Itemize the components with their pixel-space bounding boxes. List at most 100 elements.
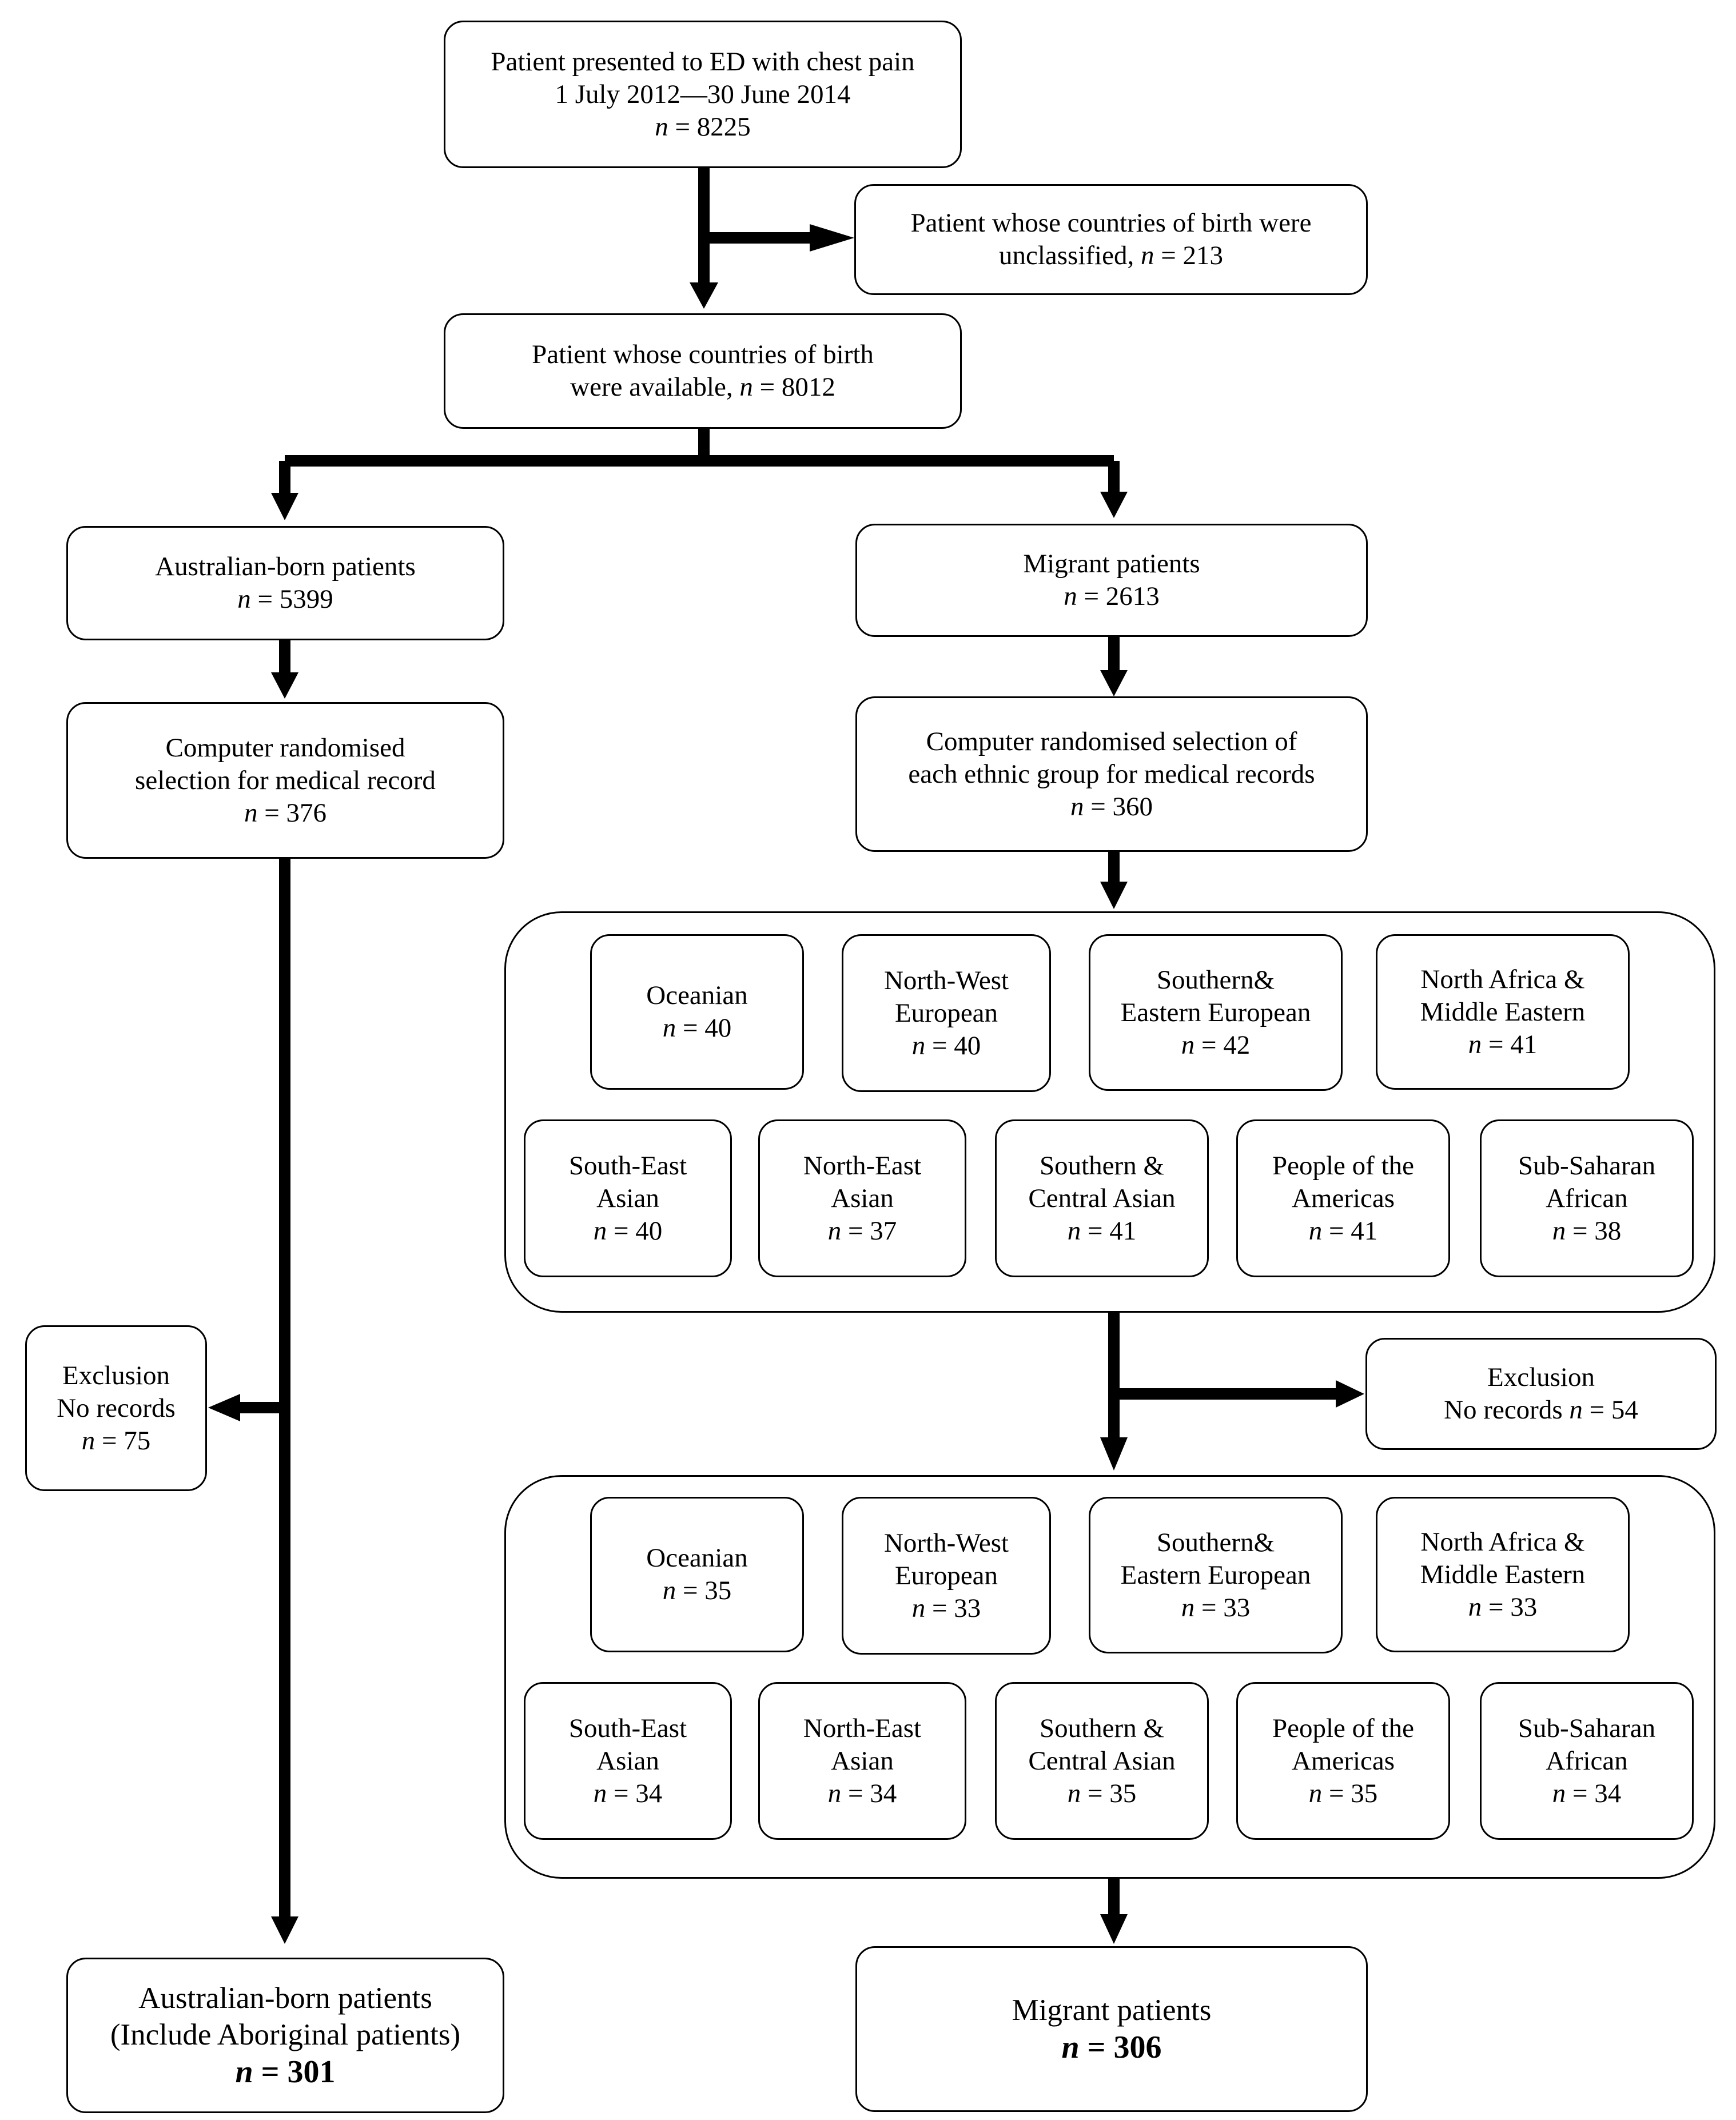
- group-label: People of the: [1272, 1150, 1414, 1181]
- box-line: Computer randomised selection of: [926, 726, 1297, 756]
- group-label: Americas: [1291, 1746, 1395, 1776]
- group-label: Asian: [831, 1183, 894, 1213]
- group-count: n = 41: [1067, 1216, 1137, 1246]
- group-label: Middle Eastern: [1420, 1559, 1586, 1589]
- box-line: (Include Aboriginal patients): [110, 2018, 461, 2051]
- box-count: n = 376: [244, 798, 327, 828]
- group-count: n = 41: [1468, 1029, 1538, 1059]
- group-label: African: [1546, 1746, 1628, 1776]
- group-count: n = 34: [827, 1778, 897, 1808]
- box-exclusion-left: Exclusion No records n = 75: [25, 1325, 207, 1491]
- box-line: Australian-born patients: [155, 552, 416, 581]
- box-line: selection for medical record: [135, 765, 436, 795]
- arrowhead: [208, 1394, 240, 1421]
- arrowhead: [1100, 882, 1128, 909]
- box-line: Exclusion: [1487, 1362, 1595, 1392]
- group-label: Asian: [596, 1183, 659, 1213]
- arrowhead: [271, 493, 298, 520]
- group-label: Oceanian: [646, 1543, 748, 1573]
- box-count: n = 2613: [1064, 581, 1160, 611]
- group-label: North-West: [883, 965, 1009, 995]
- group-label: African: [1546, 1183, 1628, 1213]
- box-count: n = 75: [81, 1425, 151, 1456]
- group-label: North-East: [803, 1150, 922, 1181]
- box-count: n = 301: [235, 2054, 336, 2090]
- group-label: North-West: [883, 1528, 1009, 1558]
- arrowhead: [1100, 1437, 1128, 1471]
- box-line: Exclusion: [62, 1360, 170, 1390]
- group-count: n = 35: [1308, 1778, 1378, 1808]
- box-line: Migrant patients: [1023, 549, 1200, 579]
- group-label: North-East: [803, 1713, 922, 1743]
- box-mig-randomised: Computer randomised selection of each et…: [855, 696, 1368, 852]
- group-label: Eastern European: [1120, 1560, 1311, 1590]
- box-count: n = 306: [1061, 2030, 1162, 2065]
- group-label: European: [894, 1560, 998, 1591]
- group-count: n = 40: [593, 1216, 663, 1246]
- arrowhead: [810, 224, 854, 252]
- group-count: n = 41: [1308, 1216, 1378, 1246]
- group-label: Southern &: [1039, 1713, 1165, 1743]
- group-count: n = 33: [1468, 1592, 1538, 1622]
- group-box-1: Oceanian n = 35: [590, 1497, 804, 1652]
- box-presented-ed: Patient presented to ED with chest pain …: [444, 21, 962, 168]
- group-label: Southern &: [1039, 1150, 1165, 1181]
- group-label: Americas: [1291, 1183, 1395, 1213]
- group-label: Oceanian: [646, 981, 748, 1010]
- group-container-before: [504, 911, 1715, 1313]
- box-count: n = 360: [1070, 791, 1153, 822]
- box-line: Australian-born patients: [138, 1982, 432, 2015]
- group-label: Eastern European: [1120, 997, 1311, 1027]
- group-label: North Africa &: [1420, 1527, 1585, 1557]
- group-count: n = 37: [827, 1216, 897, 1246]
- group-label: Asian: [831, 1746, 894, 1776]
- arrowhead: [271, 672, 298, 699]
- group-container-after: [504, 1475, 1715, 1879]
- box-line: Patient whose countries of birth: [532, 340, 874, 369]
- group-count: n = 42: [1181, 1030, 1251, 1060]
- box-line: each ethnic group for medical records: [908, 759, 1315, 789]
- group-label: Central Asian: [1028, 1746, 1176, 1776]
- box-line: Patient presented to ED with chest pain: [491, 46, 915, 77]
- group-count: n = 38: [1552, 1216, 1622, 1246]
- group-label: North Africa &: [1420, 964, 1585, 994]
- box-unclassified: Patient whose countries of birth were un…: [854, 184, 1368, 295]
- group-label: People of the: [1272, 1713, 1414, 1743]
- group-count: n = 35: [662, 1576, 732, 1605]
- group-label: Middle Eastern: [1420, 997, 1586, 1027]
- arrowhead: [271, 1916, 298, 1944]
- group-count: n = 33: [911, 1593, 981, 1623]
- box-line: Migrant patients: [1012, 1994, 1212, 2027]
- arrowhead: [1100, 670, 1128, 696]
- box-line: Patient whose countries of birth were: [910, 208, 1312, 238]
- box-count: n = 5399: [237, 584, 333, 614]
- box-australian-born: Australian-born patients n = 5399: [66, 526, 504, 640]
- box-line: Computer randomised: [165, 732, 405, 763]
- box-count: were available, n = 8012: [570, 372, 835, 402]
- box-final-migrant: Migrant patients n = 306: [855, 1946, 1368, 2112]
- box-line: No records: [57, 1393, 176, 1423]
- group-label: Sub-Saharan: [1518, 1713, 1656, 1743]
- group-count: n = 33: [1181, 1592, 1251, 1623]
- group-count: n = 35: [1067, 1778, 1137, 1808]
- group-label: Asian: [596, 1746, 659, 1776]
- arrowhead: [1336, 1380, 1364, 1408]
- group-label: European: [894, 998, 998, 1028]
- group-count: n = 34: [593, 1778, 663, 1808]
